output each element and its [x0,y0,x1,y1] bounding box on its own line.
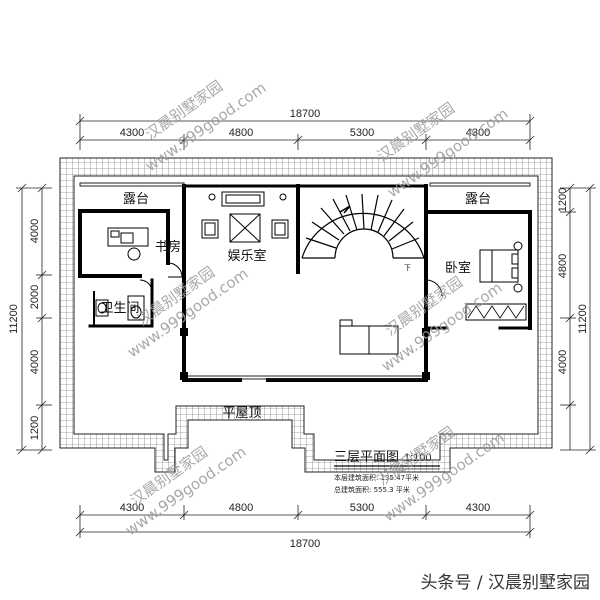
stair-down-mark: 下 [404,264,411,272]
study-furniture [107,227,183,278]
room-label-terrace-left: 露台 [123,192,149,207]
room-label-study: 书房 [155,239,181,255]
plan-scale: 1:100 [404,452,432,464]
room-label-terrace-right: 露台 [465,192,491,207]
left-dimension-chain [16,183,52,455]
room-label-entertainment: 娱乐室 [227,248,266,264]
left-total-dim: 11200 [8,304,20,334]
right-dimension-chain [560,183,596,455]
top-dim-1: 4300 [120,127,144,139]
right-total-dim: 11200 [577,304,589,334]
left-dim-2: 2000 [29,285,41,309]
bottom-dim-1: 4300 [120,502,144,514]
bottom-dim-4: 4300 [466,502,490,514]
roof-eave-band [59,157,553,473]
footer-credit: 头条号 / 汉晨别墅家园 [420,573,590,593]
right-dim-3: 4000 [557,350,569,374]
bathroom-fixtures [95,279,153,321]
bottom-dimension-chain [75,505,535,538]
bottom-dim-2: 4800 [229,502,253,514]
columns [180,328,430,380]
room-label-bedroom: 卧室 [445,260,471,276]
top-dim-3: 5300 [350,127,374,139]
plan-title: 三层平面图 [334,450,399,465]
bottom-total-dim: 18700 [290,538,321,550]
top-dim-4: 4300 [466,127,490,139]
entertainment-furniture [201,191,399,355]
top-dimension-chain [75,114,535,150]
spiral-staircase [301,193,425,259]
left-dim-4: 1200 [29,416,41,440]
room-label-flat-roof: 平屋顶 [222,406,261,421]
title-block: 三层平面图 1:100 本层建筑面积: 135.47平米 总建筑面积: 555.… [334,450,440,494]
left-dim-1: 4000 [29,219,41,243]
total-area: 总建筑面积: 555.3 平米 [334,485,410,494]
top-total-dim: 18700 [290,108,321,120]
bedroom-furniture [425,241,527,321]
floor-area: 本层建筑面积: 135.47平米 [334,473,419,482]
right-dim-1: 1200 [557,188,569,212]
top-dim-2: 4800 [229,127,253,139]
room-label-bathroom: 卫生间 [100,301,139,316]
right-dim-2: 4800 [557,254,569,278]
left-dim-3: 4000 [29,350,41,374]
bottom-dim-3: 5300 [350,502,374,514]
